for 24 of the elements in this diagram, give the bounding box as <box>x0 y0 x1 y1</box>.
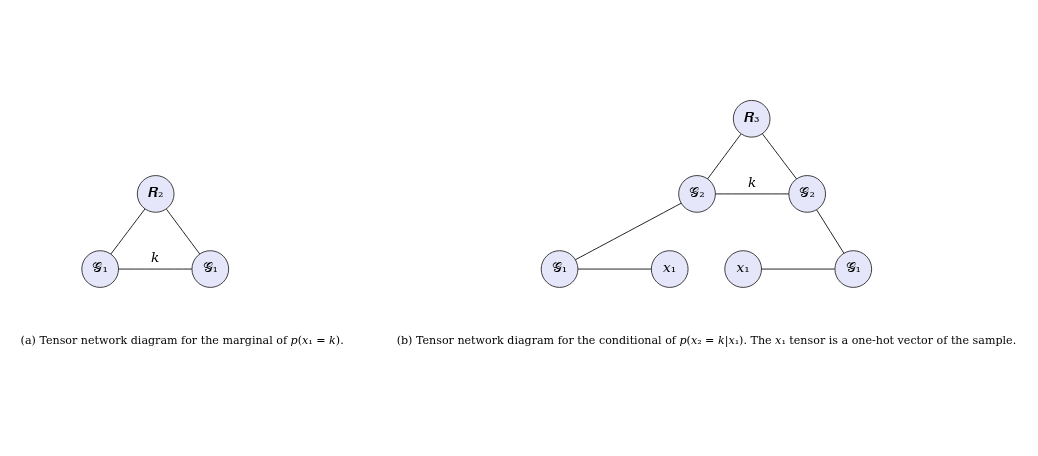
connector <box>761 268 836 269</box>
node-circle: 𝒢₂ <box>678 174 716 213</box>
edge-label: 𝑘 <box>747 173 757 190</box>
node-circle: 𝒢₁ <box>834 249 873 288</box>
connector <box>715 193 790 194</box>
node-circle: 𝒢₁ <box>191 249 230 288</box>
node-circle: 𝑥₁ <box>650 249 689 288</box>
connector <box>110 208 146 254</box>
edge-label: 𝑘 <box>151 248 160 265</box>
connector <box>575 202 682 260</box>
connector <box>577 268 652 269</box>
connector <box>761 132 797 179</box>
node-circle: 𝑥₁ <box>724 249 762 288</box>
node-circle: 𝑹₃ <box>732 99 771 138</box>
node-circle: 𝒢₁ <box>81 249 119 288</box>
connector <box>816 209 845 254</box>
connector <box>118 268 193 269</box>
connector <box>166 208 201 254</box>
node-circle: 𝑹₂ <box>136 174 175 213</box>
label: (a) Tensor network diagram for the marginal of 𝑝(𝑥₁ = 𝑘). <box>20 333 344 347</box>
label: (b) Tensor network diagram for the conditional of 𝑝(𝑥₂ = 𝑘|𝑥₁). The 𝑥₁ tensor is a one-hot vector of the sample. <box>396 333 1017 347</box>
connector <box>707 133 742 179</box>
node-circle: 𝒢₂ <box>788 174 826 213</box>
node-circle: 𝒢₁ <box>540 249 579 288</box>
